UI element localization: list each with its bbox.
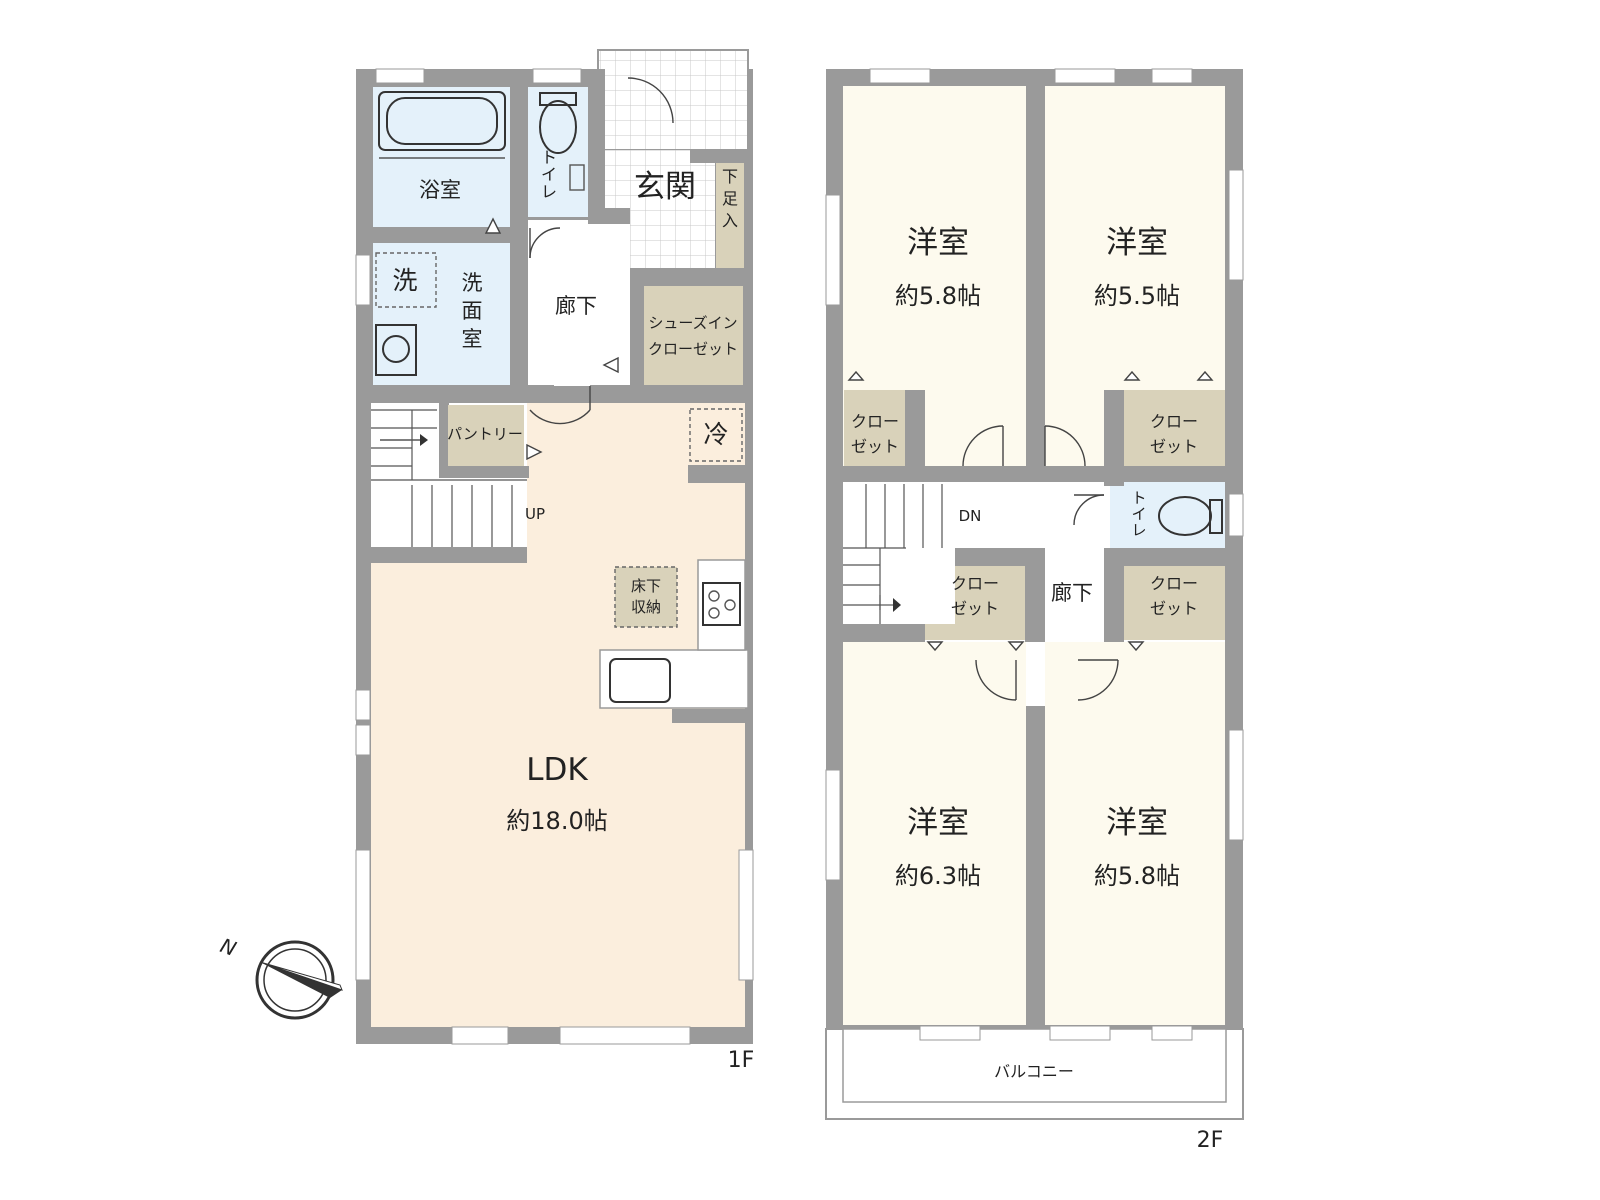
- shoe-closet-label-2: クローゼット: [648, 340, 738, 358]
- room-ne-area-label: 約5.5帖: [1094, 282, 1180, 310]
- fridge-wall: [688, 465, 746, 483]
- hallway-1f-label: 廊下: [555, 294, 597, 318]
- closet-nw-label-1: クロー: [851, 412, 899, 431]
- toilet-2f-room: [1110, 482, 1225, 548]
- compass-needle-icon: [260, 962, 342, 998]
- fridge-area: [689, 408, 743, 462]
- washroom-label-3: 室: [462, 327, 483, 351]
- compass-north-label: N: [217, 933, 239, 961]
- wash-room: [373, 243, 510, 385]
- closet-center-label-2: ゼット: [951, 599, 999, 618]
- pantry-label: パントリー: [447, 425, 523, 443]
- washroom-label-2: 面: [462, 299, 483, 323]
- room-sw-label: 洋室: [907, 805, 969, 841]
- underfloor-label-1: 床下: [631, 577, 661, 595]
- washroom-label-1: 洗: [462, 271, 483, 295]
- shoe-closet-label-1: シューズイン: [648, 314, 737, 332]
- interior-walls-1f: [356, 69, 753, 563]
- stove-fixture: [702, 582, 741, 626]
- room-nw-label: 洋室: [907, 225, 969, 261]
- floor-1-label: 1F: [728, 1048, 755, 1073]
- closet-ne-label-1: クロー: [1150, 412, 1198, 431]
- stairs-dn-label: DN: [959, 507, 982, 525]
- entrance-label: 玄関: [634, 169, 696, 205]
- closet-center-label-1: クロー: [951, 574, 999, 593]
- kitchen-sink-fixture: [609, 658, 671, 703]
- toilet-2f-label-3: レ: [1131, 521, 1146, 539]
- washer-label: 洗: [392, 266, 417, 295]
- floor-1: 浴室 洗 洗 面 室 ト イ レ 玄関 下 足 入 廊下 シューズイン クローゼ…: [355, 49, 755, 1073]
- doors-1f: [484, 77, 674, 461]
- doors-2f: [847, 370, 1214, 701]
- floor-2-label: 2F: [1197, 1128, 1224, 1153]
- fridge-label: 冷: [703, 420, 728, 449]
- ldk-label: LDK: [526, 752, 588, 788]
- toilet-1f-label-3: レ: [541, 182, 557, 201]
- windows-2f: [825, 68, 1244, 1041]
- stairs-2f: [843, 484, 955, 624]
- room-se-label: 洋室: [1106, 805, 1168, 841]
- shoe-closet-room: [644, 286, 743, 386]
- bath-room: [373, 87, 510, 227]
- hallway-2f-label: 廊下: [1051, 581, 1093, 605]
- closet-east-label-1: クロー: [1150, 574, 1198, 593]
- closet-nw-label-2: ゼット: [851, 437, 899, 456]
- shoe-rack: [716, 163, 744, 268]
- room-sw: [843, 642, 1026, 1025]
- stairs-up-label: UP: [525, 505, 545, 523]
- shoe-rack-label-3: 入: [722, 211, 738, 230]
- ldk-area-label: 約18.0帖: [506, 807, 607, 835]
- room-se-area-label: 約5.8帖: [1094, 862, 1180, 890]
- closet-east-label-2: ゼット: [1150, 599, 1198, 618]
- room-sw-area-label: 約6.3帖: [895, 862, 981, 890]
- washer-area: [375, 252, 437, 308]
- closet-east: [1124, 566, 1225, 640]
- floor-2: 洋室 約5.8帖 洋室 約5.5帖 洋室 約6.3帖 洋室 約5.8帖 クロー …: [825, 68, 1244, 1153]
- stairs-1f-lines: [371, 409, 527, 547]
- sink-fixture: [375, 324, 417, 376]
- stove-counter: [697, 559, 746, 651]
- closet-ne-label-2: ゼット: [1150, 437, 1198, 456]
- room-ne-label: 洋室: [1106, 225, 1168, 261]
- bath-label: 浴室: [419, 178, 461, 202]
- entrance-porch: [597, 49, 749, 151]
- toilet-1f-label-1: ト: [541, 148, 557, 167]
- windows-1f: [355, 68, 754, 1045]
- closet-nw: [844, 390, 905, 466]
- shoe-rack-label-1: 下: [722, 167, 738, 186]
- toilet-2f-label-2: イ: [1131, 505, 1146, 523]
- room-se: [1045, 642, 1225, 1025]
- shoe-rack-label-2: 足: [722, 189, 738, 208]
- underfloor-storage-area: [614, 566, 678, 628]
- closet-ne: [1124, 390, 1225, 466]
- hallway-1f-room: [527, 220, 630, 386]
- toilet-2f-label-1: ト: [1131, 489, 1146, 507]
- kitchen-wall: [672, 709, 753, 723]
- interior-walls-2f: [826, 69, 1243, 1026]
- toilet-1f-label-2: イ: [541, 165, 557, 184]
- compass: N: [217, 933, 343, 1020]
- room-nw-area-label: 約5.8帖: [895, 282, 981, 310]
- toilet-1f-fixture: [539, 92, 585, 191]
- bathtub-fixture: [378, 91, 506, 159]
- underfloor-label-2: 収納: [631, 598, 661, 616]
- balcony-label: バルコニー: [994, 1062, 1074, 1081]
- toilet-2f-fixture: [1158, 496, 1223, 536]
